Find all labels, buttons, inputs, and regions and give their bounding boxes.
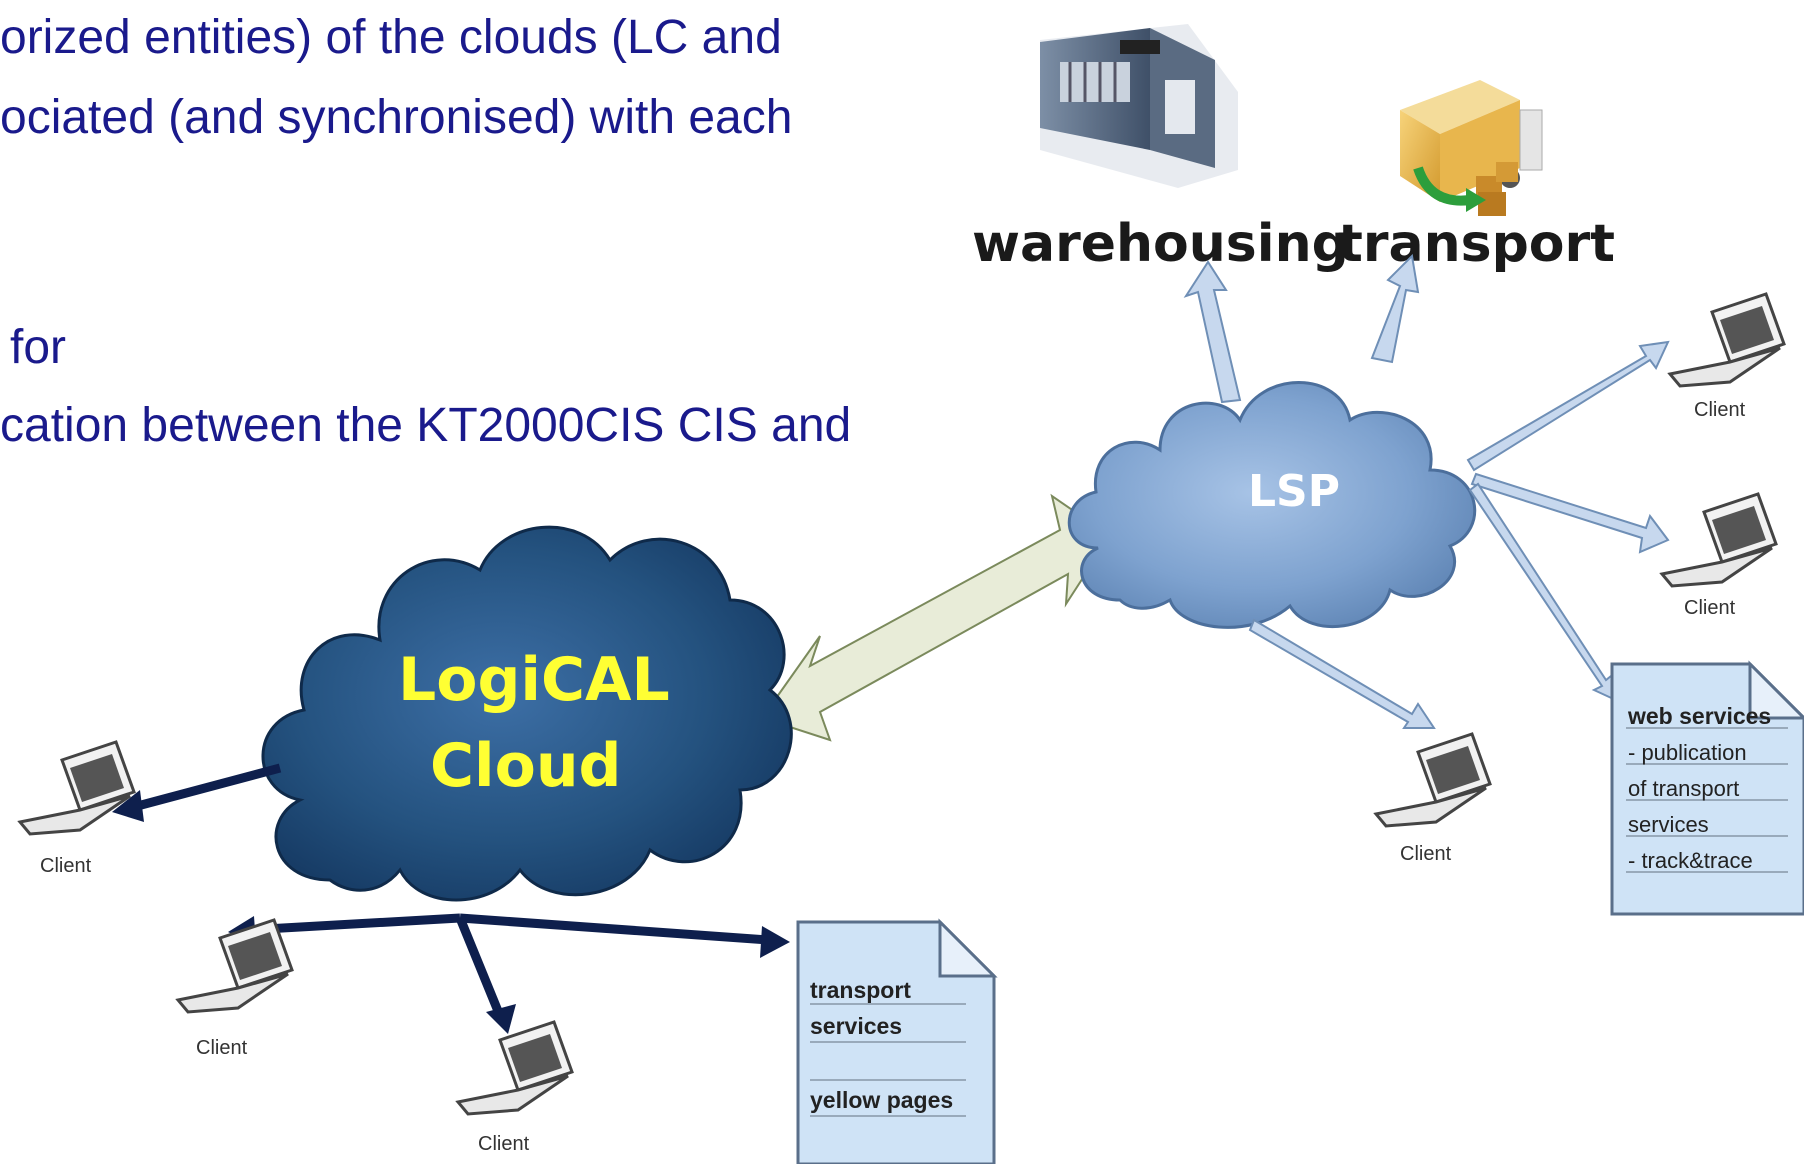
text-fragment-1: orized entities) of the clouds (LC and [0, 11, 782, 64]
client-laptop-lsp-bottom: Client [1373, 732, 1492, 865]
lsp-to-bottom-client-arrow [1248, 618, 1436, 729]
client-laptop-top-right: Client [1667, 292, 1786, 421]
client-laptop-right: Client [1659, 492, 1778, 619]
text-fragment-4: cation between the KT2000CIS CIS and [0, 399, 852, 452]
lsp-to-right-client-arrow [1470, 472, 1670, 554]
lsp-to-transport-arrow [1370, 253, 1420, 364]
logical-to-document-arrow [459, 913, 790, 958]
logical-to-bottom-client-arrow [455, 916, 516, 1034]
doc-left-line1: transport [810, 977, 911, 1003]
doc-left-line2: services [810, 1013, 902, 1039]
client-label-bottom: Client [478, 1133, 530, 1155]
transport-label: transport [1338, 214, 1616, 274]
text-fragment-2: ociated (and synchronised) with each [0, 91, 793, 144]
delivery-truck-icon [1400, 80, 1543, 216]
client-label-right: Client [1684, 597, 1736, 619]
text-fragment-3: for [10, 321, 67, 374]
doc-left-line3: yellow pages [810, 1087, 953, 1113]
warehouse-icon [1040, 24, 1238, 188]
client-label-bottom-left: Client [196, 1037, 248, 1059]
client-label-top-right: Client [1694, 399, 1746, 421]
doc-right-line4: services [1628, 812, 1709, 837]
client-laptop-left: Client [17, 740, 136, 877]
client-label-lsp-bottom: Client [1400, 843, 1452, 865]
lsp-to-warehousing-arrow [1183, 260, 1242, 404]
web-services-document: web services - publication of transport … [1610, 660, 1804, 916]
logical-cloud-label-line2: Cloud [430, 731, 621, 801]
doc-right-line1: web services [1627, 703, 1771, 729]
doc-right-line5: - track&trace [1628, 848, 1753, 873]
logical-cloud-label-line1: LogiCAL [398, 645, 670, 715]
logical-to-left-client-arrow [112, 763, 282, 822]
doc-right-line3: of transport [1628, 776, 1739, 801]
doc-right-line2: - publication [1628, 740, 1747, 765]
client-laptop-bottom-left: Client [175, 918, 294, 1059]
logical-cloud [261, 525, 793, 902]
warehousing-label: warehousing [972, 214, 1349, 274]
lsp-label: LSP [1248, 466, 1340, 517]
lsp-to-top-right-client-arrow [1466, 340, 1670, 472]
yellow-pages-document: transport services yellow pages [796, 918, 998, 1164]
client-label-left: Client [40, 855, 92, 877]
bidirectional-link-arrow [760, 493, 1112, 742]
lsp-cloud [1067, 381, 1477, 629]
client-laptop-bottom: Client [455, 1020, 574, 1155]
